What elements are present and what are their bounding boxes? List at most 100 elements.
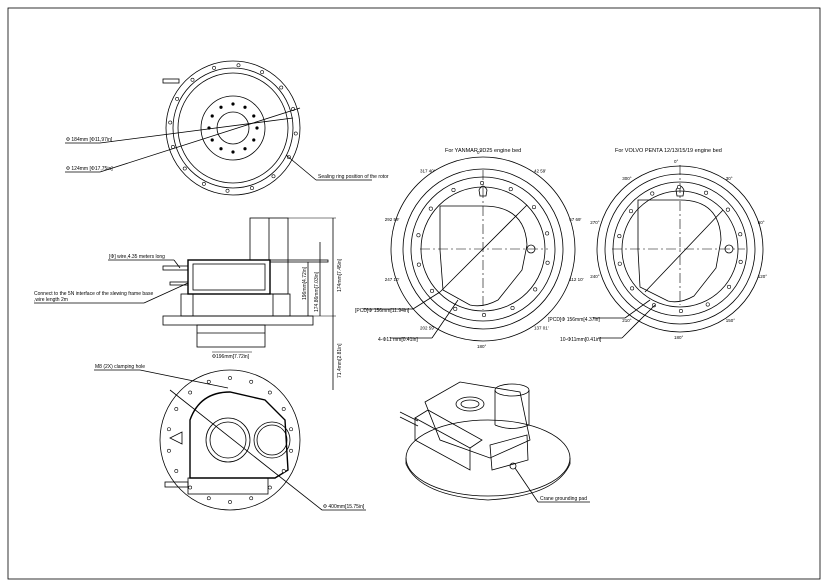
bolt-hole xyxy=(228,500,232,504)
bolt-hole xyxy=(738,232,743,237)
bolt-hole xyxy=(545,231,550,236)
bolt-hole xyxy=(249,496,254,501)
angle-label: 292 59' xyxy=(385,217,400,222)
angle-label: 150° xyxy=(726,318,736,323)
bolt-hole xyxy=(228,376,232,380)
bolt-hole xyxy=(704,190,709,195)
bolt-hole xyxy=(281,469,286,473)
bolt-hole xyxy=(219,105,223,109)
bolt-hole xyxy=(267,485,272,490)
bolt-hole xyxy=(267,390,272,395)
bolt-hole xyxy=(167,427,171,432)
yanmar-angle-labels: 0°42 59'67 69'112 10'137 01'180°202 59'2… xyxy=(385,150,584,349)
clamping-note: M8 (2X) clamping hole xyxy=(95,364,145,370)
angle-label: 202 59' xyxy=(420,325,435,330)
angle-label: 247 10' xyxy=(385,277,400,282)
bolt-hole xyxy=(168,120,173,125)
yanmar-title: For YANMAR 9D25 engine bed xyxy=(445,148,521,154)
bolt-hole xyxy=(510,306,515,311)
dim-height-2: 174.86mm[7.03in] xyxy=(314,271,320,312)
angle-label: 120° xyxy=(758,274,768,279)
bolt-hole xyxy=(279,85,284,90)
angle-label: 300° xyxy=(622,176,632,181)
bolt-hole xyxy=(617,234,622,239)
dim-outer-bolt-circle: Φ 124mm [Φ17,75in] xyxy=(66,166,113,172)
bolt-hole xyxy=(210,138,214,142)
bolt-hole xyxy=(428,206,433,211)
bolt-hole xyxy=(252,114,256,118)
bolt-hole xyxy=(225,188,230,193)
angle-label: 180° xyxy=(674,335,684,340)
volvo-dim-holes: 10-Φ11mm[0.41in] xyxy=(560,337,602,343)
bolt-hole xyxy=(206,379,211,384)
dim-bottom-offset: 71.4mm[2.81in] xyxy=(337,343,343,378)
grounding-note: Crane grounding pad xyxy=(540,496,587,502)
bolt-hole xyxy=(182,166,187,171)
volvo-view: For VOLVO PENTA 12/13/15/19 engine bed 0… xyxy=(548,148,767,343)
side-view: 196mm[4.72in] 174.86mm[7.03in] 174mm[7.4… xyxy=(34,217,343,390)
bottom-holes xyxy=(167,376,293,504)
bolt-hole xyxy=(677,185,682,190)
yanmar-dim-pcd: [PCD]Φ 156mm[11.94in] xyxy=(355,308,410,314)
bolt-hole xyxy=(252,138,256,142)
yanmar-dim-holes: 4-Φ11 mm[0.41in] xyxy=(378,337,418,343)
bolt-hole xyxy=(481,312,486,317)
bolt-hole xyxy=(628,209,633,214)
bolt-hole xyxy=(243,147,247,151)
angle-label: 67 69' xyxy=(569,217,581,222)
yanmar-holes xyxy=(416,181,550,317)
bolt-hole xyxy=(260,70,264,75)
angle-label: 60° xyxy=(758,220,765,225)
bolt-hole xyxy=(174,469,179,473)
sheet-border xyxy=(7,7,821,580)
bolt-hole xyxy=(453,306,458,311)
bolt-hole xyxy=(255,126,259,130)
bolt-hole xyxy=(416,233,421,238)
bolt-hole xyxy=(531,205,536,210)
bolt-hole xyxy=(451,187,456,192)
bolt-hole xyxy=(281,407,286,411)
yanmar-view: For YANMAR 9D25 engine bed 0° 42 59' 67 69… xyxy=(355,148,584,349)
bolt-hole xyxy=(630,286,635,291)
bolt-hole xyxy=(206,496,211,501)
bolt-hole xyxy=(210,114,214,118)
bolt-hole xyxy=(705,302,710,307)
bolt-hole xyxy=(293,131,298,136)
bolt-hole xyxy=(219,147,223,151)
cable-note: [Φ] wire,4.35 meters long xyxy=(109,254,165,260)
angle-label: 180° xyxy=(477,344,487,349)
bolt-hole xyxy=(271,174,276,179)
angle-label: 240° xyxy=(590,274,600,279)
bolt-hole xyxy=(651,303,656,308)
bolt-hole xyxy=(533,287,538,292)
bolt-hole xyxy=(188,390,193,395)
bolt-hole xyxy=(416,262,421,267)
dim-bottom-diameter: Φ196mm[7.72in] xyxy=(212,354,250,360)
dim-height-1: 196mm[4.72in] xyxy=(302,266,308,300)
volvo-holes xyxy=(617,185,743,313)
connect-note-line2: ,wire length 2m xyxy=(34,297,68,303)
bolt-hole xyxy=(175,97,180,101)
top-outer-holes xyxy=(168,63,298,193)
bolt-hole xyxy=(430,288,435,293)
isometric-view: Crane grounding pad xyxy=(399,381,590,503)
bolt-hole xyxy=(250,186,254,190)
seal-note: Sealing ring position of the rotor xyxy=(318,174,389,180)
bolt-hole xyxy=(231,102,235,106)
volvo-title: For VOLVO PENTA 12/13/15/19 engine bed xyxy=(615,148,722,154)
bolt-hole xyxy=(725,207,730,212)
angle-label: 0° xyxy=(477,150,482,155)
dim-height-3: 174mm[7.45in] xyxy=(337,258,343,292)
bolt-hole xyxy=(480,181,485,186)
bolt-hole xyxy=(236,63,241,68)
bolt-hole xyxy=(678,308,683,313)
volvo-dim-pcd: [PCD]Φ 156mm[4.37in] xyxy=(548,317,600,323)
bolt-hole xyxy=(289,448,293,453)
bolt-hole xyxy=(545,260,550,265)
bolt-hole xyxy=(167,448,171,453)
angle-label: 42 59' xyxy=(534,169,546,174)
bolt-hole xyxy=(202,181,206,186)
top-view: Φ 184mm [Φ11,97in] Φ 124mm [Φ17,75in] Se… xyxy=(65,60,389,196)
angle-label: 270° xyxy=(590,220,600,225)
